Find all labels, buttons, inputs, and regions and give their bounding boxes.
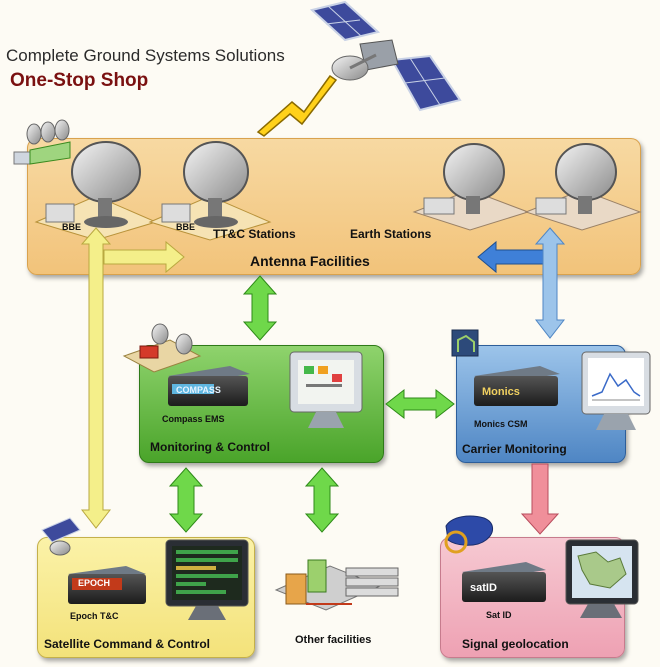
arrow-updown-icon	[534, 227, 566, 339]
antenna-dish-icon	[412, 143, 530, 231]
page-subtitle: One-Stop Shop	[10, 70, 149, 91]
mini-dish-cluster-icon	[122, 323, 202, 373]
signal-bolt-icon	[256, 74, 338, 137]
arrow-updown-icon	[304, 467, 340, 533]
satid-device	[462, 562, 546, 602]
monitoring-control-title: Monitoring & Control	[150, 440, 270, 454]
arrow-right-icon	[103, 240, 185, 274]
monics-brand-label: Monics	[482, 386, 520, 398]
monitor-icon	[565, 539, 639, 618]
sat-id-label: Sat ID	[486, 610, 512, 620]
antenna-dish-icon	[524, 143, 642, 231]
antenna-dish-icon	[148, 141, 272, 241]
arrow-updown-icon	[168, 467, 204, 533]
monitor-icon	[581, 351, 651, 430]
epoch-brand-label: EPOCH	[78, 578, 111, 588]
satellite-icon	[309, 0, 462, 112]
signal-geolocation-title: Signal geolocation	[462, 637, 569, 651]
network-icon	[451, 329, 479, 357]
ttc-stations-label: TT&C Stations	[213, 227, 296, 241]
compass-ems-device	[168, 366, 250, 406]
bbe-label: BBE	[62, 222, 82, 232]
monics-csm-label: Monics CSM	[474, 419, 528, 429]
satellite-small-icon	[41, 517, 81, 556]
dish-cluster-icon	[13, 119, 71, 165]
monitor-icon	[289, 351, 363, 428]
satid-brand-label: satID	[470, 582, 497, 594]
compass-ems-label: Compass EMS	[162, 414, 225, 424]
arrow-updown-icon	[242, 275, 278, 341]
bbe-label: BBE	[176, 222, 196, 232]
servers-icon	[274, 559, 399, 611]
earth-stations-label: Earth Stations	[350, 227, 432, 241]
antenna-facilities-title: Antenna Facilities	[250, 253, 370, 269]
map-globe-icon	[444, 515, 493, 554]
carrier-monitoring-title: Carrier Monitoring	[462, 442, 567, 456]
arrow-leftright-icon	[385, 388, 455, 420]
arrow-updown-icon	[80, 227, 112, 529]
arrow-down-icon	[520, 463, 560, 535]
monics-csm-device	[474, 366, 560, 406]
other-facilities-title: Other facilities	[295, 634, 372, 646]
epoch-device	[68, 566, 146, 604]
epoch-tc-label: Epoch T&C	[70, 611, 119, 621]
satellite-command-title: Satellite Command & Control	[44, 637, 211, 651]
monitor-icon	[165, 539, 249, 620]
compass-brand-label: COMPASS	[176, 385, 221, 395]
antenna-dish-icon	[34, 141, 158, 241]
page-title: Complete Ground Systems Solutions	[6, 46, 285, 65]
